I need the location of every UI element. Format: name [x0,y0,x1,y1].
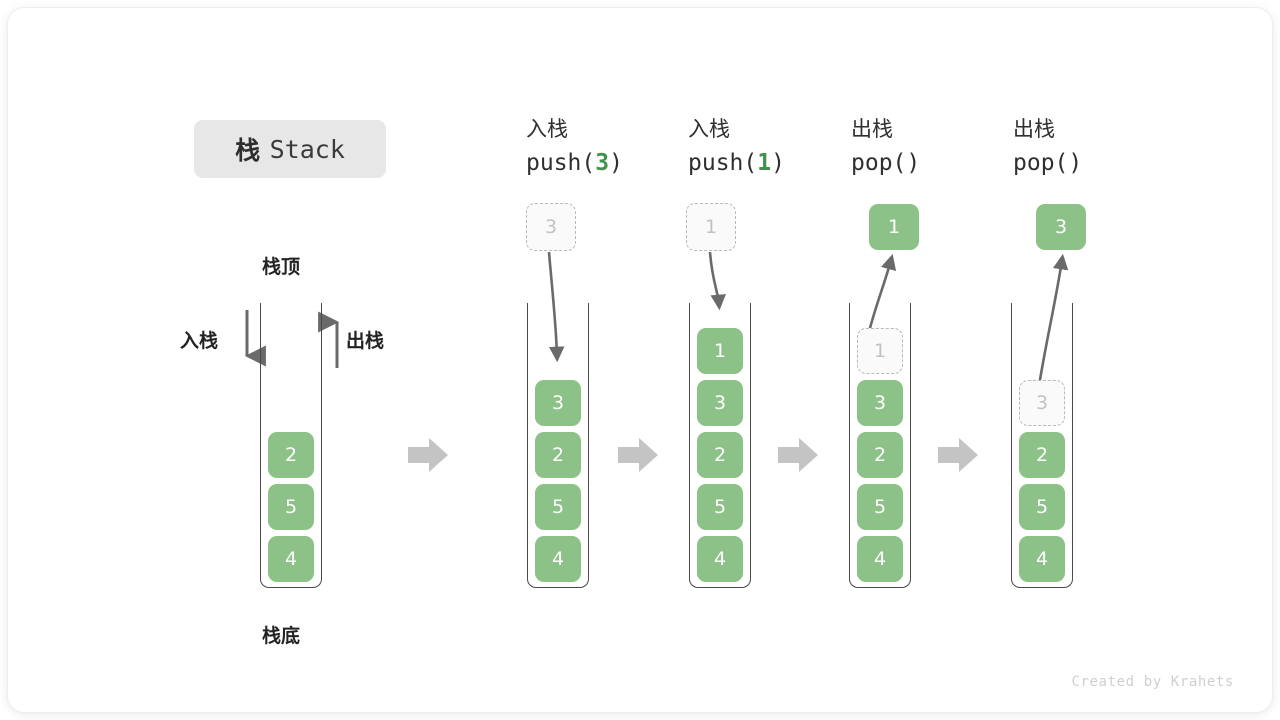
code-close: ) [906,150,921,176]
stack-cell: 4 [1019,536,1065,582]
stack-container-pop-2 [1011,303,1073,588]
code-arg: 1 [757,150,772,176]
stack-container-push-1 [689,303,751,588]
column-header-title: 入栈 [526,117,568,141]
stack-cell: 3 [535,380,581,426]
footer-credit: Created by Krahets [1071,674,1234,690]
pop-motion-arrow-icon [1037,253,1069,387]
stack-cell: 5 [268,484,314,530]
floating-ghost-cell: 3 [526,203,576,251]
column-header-code: push(3) [526,146,726,180]
column-header-title: 出栈 [1013,117,1055,141]
title-cn: 栈 [235,136,261,165]
step-arrow-icon [778,438,818,472]
column-header-code: pop() [851,146,1051,180]
stack-cell: 2 [697,432,743,478]
code-fn: push( [526,150,596,176]
stack-cell: 2 [535,432,581,478]
diagram-title-badge: 栈 Stack [194,120,386,178]
column-header-push-3: 入栈 push(3) [526,112,726,180]
stack-cell: 2 [857,432,903,478]
step-arrow-icon [938,438,978,472]
stack-cell: 3 [697,380,743,426]
column-header-pop-2: 出栈 pop() [1013,112,1213,180]
push-motion-arrow-icon [547,251,565,363]
title-en: Stack [269,134,345,164]
column-header-code: pop() [1013,146,1213,180]
stack-cell: 2 [268,432,314,478]
column-header-code: push(1) [688,146,888,180]
stack-cell: 4 [535,536,581,582]
push-motion-arrow-icon [708,251,726,311]
floating-ghost-cell: 1 [686,203,736,251]
stack-container-pop-1 [849,303,911,588]
diagram-canvas: 栈 Stack 栈顶 栈底 入栈 出栈 2 5 4 入栈 push(3) [8,8,1272,712]
column-header-title: 入栈 [688,117,730,141]
stack-cell: 5 [1019,484,1065,530]
column-header-pop-1: 出栈 pop() [851,112,1051,180]
stack-cell: 4 [268,536,314,582]
stack-cell: 5 [697,484,743,530]
stack-cell: 3 [857,380,903,426]
column-header-push-1: 入栈 push(1) [688,112,888,180]
code-arg: 3 [595,150,610,176]
stack-container-initial [260,303,322,588]
code-fn: push( [688,150,758,176]
stack-cell: 5 [857,484,903,530]
stack-top-label: 栈顶 [262,256,301,278]
push-direction-label: 入栈 [180,330,219,352]
stack-cell: 1 [697,328,743,374]
code-close: ) [771,150,785,176]
column-header-title: 出栈 [851,117,893,141]
floating-popped-cell: 3 [1036,204,1086,250]
stack-cell: 4 [697,536,743,582]
stack-ghost-cell: 3 [1019,380,1065,426]
code-fn: pop( [1013,150,1069,176]
step-arrow-icon [408,438,448,472]
code-fn: pop( [851,150,907,176]
code-close: ) [609,150,623,176]
pop-direction-label: 出栈 [346,330,385,352]
stack-cell: 4 [857,536,903,582]
pop-direction-arrow-icon [318,311,340,368]
stack-ghost-cell: 1 [857,328,903,374]
stack-cell: 2 [1019,432,1065,478]
stack-cell: 5 [535,484,581,530]
stack-bottom-label: 栈底 [262,625,301,647]
stack-container-push-3 [527,303,589,588]
code-close: ) [1068,150,1083,176]
step-arrow-icon [618,438,658,472]
floating-popped-cell: 1 [869,204,919,250]
push-direction-arrow-icon [244,310,266,367]
